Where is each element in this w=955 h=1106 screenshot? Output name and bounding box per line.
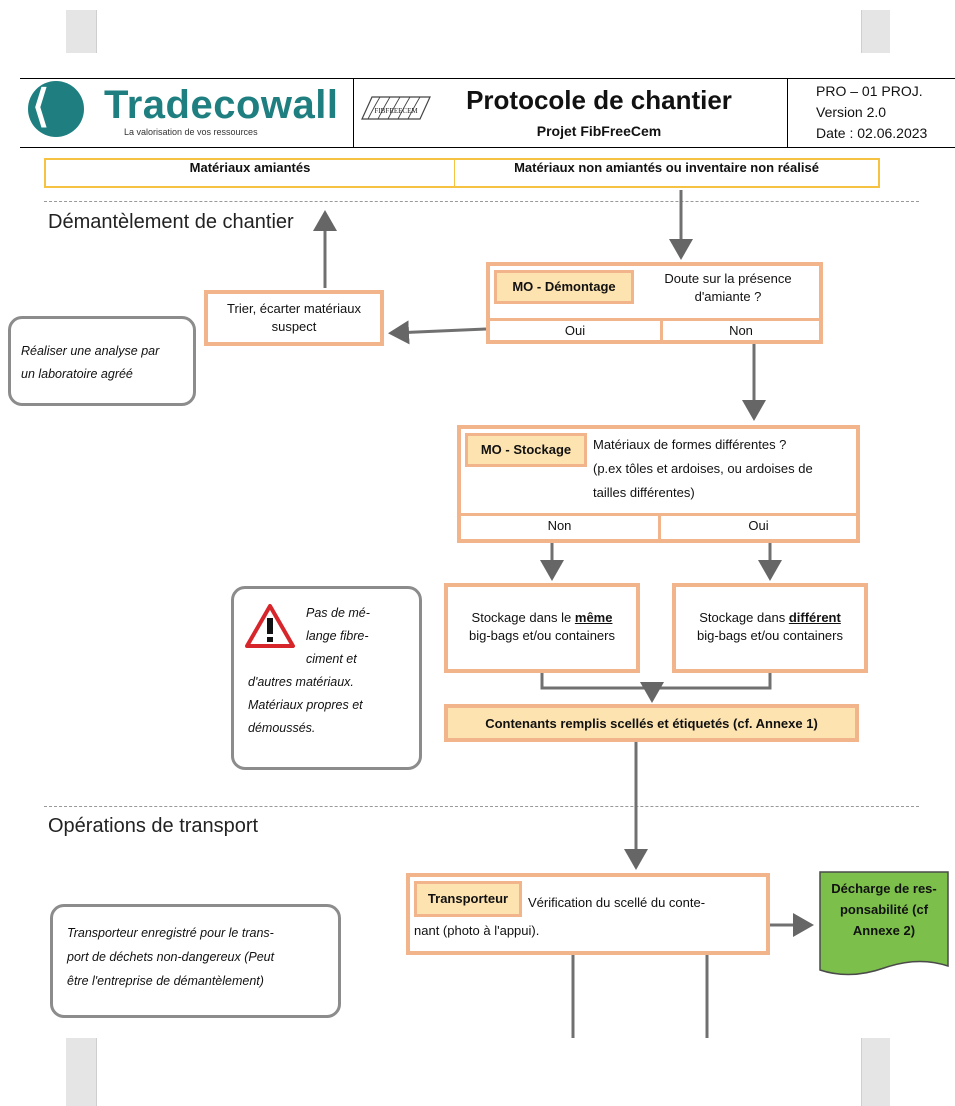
next-page-top (96, 1038, 862, 1106)
answer-no: Non (729, 323, 753, 338)
note-line: ciment et (306, 652, 357, 666)
question-line: Matériaux de formes différentes ? (593, 437, 787, 452)
note-line: Matériaux propres et (248, 698, 363, 712)
header-divider (353, 79, 354, 147)
answer-yes: Oui (748, 518, 769, 533)
fibfreecem-logo-icon: FIBFREECEM (361, 96, 431, 120)
transporteur-line: Vérification du scellé du conte- (528, 895, 706, 910)
demontage-box: MO - Démontage Doute sur la présence d'a… (486, 262, 823, 344)
containers-box: Contenants remplis scellés et étiquetés … (444, 704, 859, 742)
demontage-tag: MO - Démontage (494, 270, 634, 304)
brand-name: Tradecowall (104, 83, 339, 127)
discharge-line: ponsabilité (cf (839, 902, 929, 917)
note-line: lange fibre- (306, 629, 369, 643)
document-title: Protocole de chantier (466, 85, 732, 115)
section-divider (44, 201, 919, 202)
transporteur-text: nant (photo à l'appui). (414, 919, 764, 943)
col-divider (658, 513, 661, 539)
note-line: d'autres matériaux. (248, 675, 354, 689)
storage-text: big-bags et/ou containers (469, 628, 615, 643)
answer-yes: Oui (564, 323, 586, 338)
question-line: tailles différentes) (593, 485, 695, 500)
transporteur-box: Transporteur Vérification du scellé du c… (406, 873, 770, 955)
transporteur-text: Vérification du scellé du conte- (528, 891, 768, 915)
note-line: Transporteur enregistré pour le trans- (67, 926, 274, 940)
note-line: Pas de mé- (306, 606, 370, 620)
different-storage-box: Stockage dans différent big-bags et/ou c… (672, 583, 868, 673)
transporteur-line: nant (photo à l'appui). (414, 923, 540, 938)
flow-arrow-icon (388, 320, 487, 345)
storage-emphasis: même (574, 610, 613, 625)
doc-version: Version 2.0 (816, 104, 887, 120)
brand-tagline: La valorisation de vos ressources (124, 127, 258, 137)
different-storage-text: Stockage dans différent big-bags et/ou c… (676, 609, 864, 645)
document-header: ⟨ Tradecowall La valorisation de vos res… (20, 78, 955, 148)
header-divider (787, 79, 788, 147)
storage-text: Stockage dans le (471, 610, 575, 625)
material-category-bar: Matériaux amiantés Matériaux non amianté… (44, 158, 880, 188)
non-asbestos-materials-label: Matériaux non amiantés ou inventaire non… (514, 160, 819, 175)
note-line: démoussés. (248, 721, 316, 735)
storage-emphasis: différent (788, 610, 841, 625)
transporter-note: Transporteur enregistré pour le trans- p… (50, 904, 341, 1018)
previous-page-bottom (96, 10, 862, 53)
same-storage-box: Stockage dans le même big-bags et/ou con… (444, 583, 640, 673)
fib-logo-text: FIBFREECEM (374, 107, 418, 115)
document-subtitle: Projet FibFreeCem (536, 123, 662, 139)
note-line: Réaliser une analyse par (21, 344, 160, 358)
warning-triangle-icon (245, 604, 295, 648)
section-transport: Opérations de transport (48, 815, 259, 837)
question-line: Doute sur la présence (664, 271, 792, 286)
lab-analysis-note: Réaliser une analyse par un laboratoire … (8, 316, 196, 406)
sort-text: Trier, écarter matériaux suspect (208, 300, 380, 336)
section-dismantling: Démantèlement de chantier (48, 211, 294, 233)
stockage-tag: MO - Stockage (465, 433, 587, 467)
answer-no: Non (547, 518, 572, 533)
row-divider (490, 318, 819, 321)
transporteur-tag: Transporteur (414, 881, 522, 917)
document-meta: PRO – 01 PROJ. Version 2.0 Date : 02.06.… (816, 81, 927, 144)
doc-reference: PRO – 01 PROJ. (816, 83, 923, 99)
stockage-question: Matériaux de formes différentes ? (p.ex … (593, 433, 855, 505)
question-line: d'amiante ? (694, 289, 762, 304)
stockage-box: MO - Stockage Matériaux de formes différ… (457, 425, 860, 543)
col-divider (660, 318, 663, 340)
containers-text: Contenants remplis scellés et étiquetés … (485, 716, 818, 731)
discharge-document-icon (819, 871, 949, 976)
tradecowall-logo-icon (28, 81, 84, 137)
note-line: port de déchets non-dangereux (Peut (67, 950, 275, 964)
doc-date: Date : 02.06.2023 (816, 125, 928, 141)
discharge-line: Décharge de res- (831, 881, 937, 896)
asbestos-materials-label: Matériaux amiantés (189, 160, 311, 175)
note-line: un laboratoire agréé (21, 367, 133, 381)
note-line: être l'entreprise de démantèlement) (67, 974, 264, 988)
same-storage-text: Stockage dans le même big-bags et/ou con… (448, 609, 636, 645)
demontage-question: Doute sur la présence d'amiante ? (640, 270, 816, 306)
logo-glyph: ⟨ (32, 82, 50, 131)
question-line: (p.ex tôles et ardoises, ou ardoises de (593, 461, 813, 476)
bar-divider (454, 160, 455, 186)
sort-line: suspect (271, 319, 317, 334)
merge-connector (540, 673, 772, 690)
warning-note: Pas de mé- lange fibre- ciment et d'autr… (231, 586, 422, 770)
storage-text: big-bags et/ou containers (697, 628, 843, 643)
discharge-text: Décharge de res- ponsabilité (cf Annexe … (818, 878, 950, 941)
sort-suspect-box: Trier, écarter matériaux suspect (204, 290, 384, 346)
storage-text: Stockage dans (699, 610, 789, 625)
discharge-line: Annexe 2) (852, 923, 916, 938)
sort-line: Trier, écarter matériaux (227, 301, 361, 316)
section-divider (44, 806, 919, 807)
